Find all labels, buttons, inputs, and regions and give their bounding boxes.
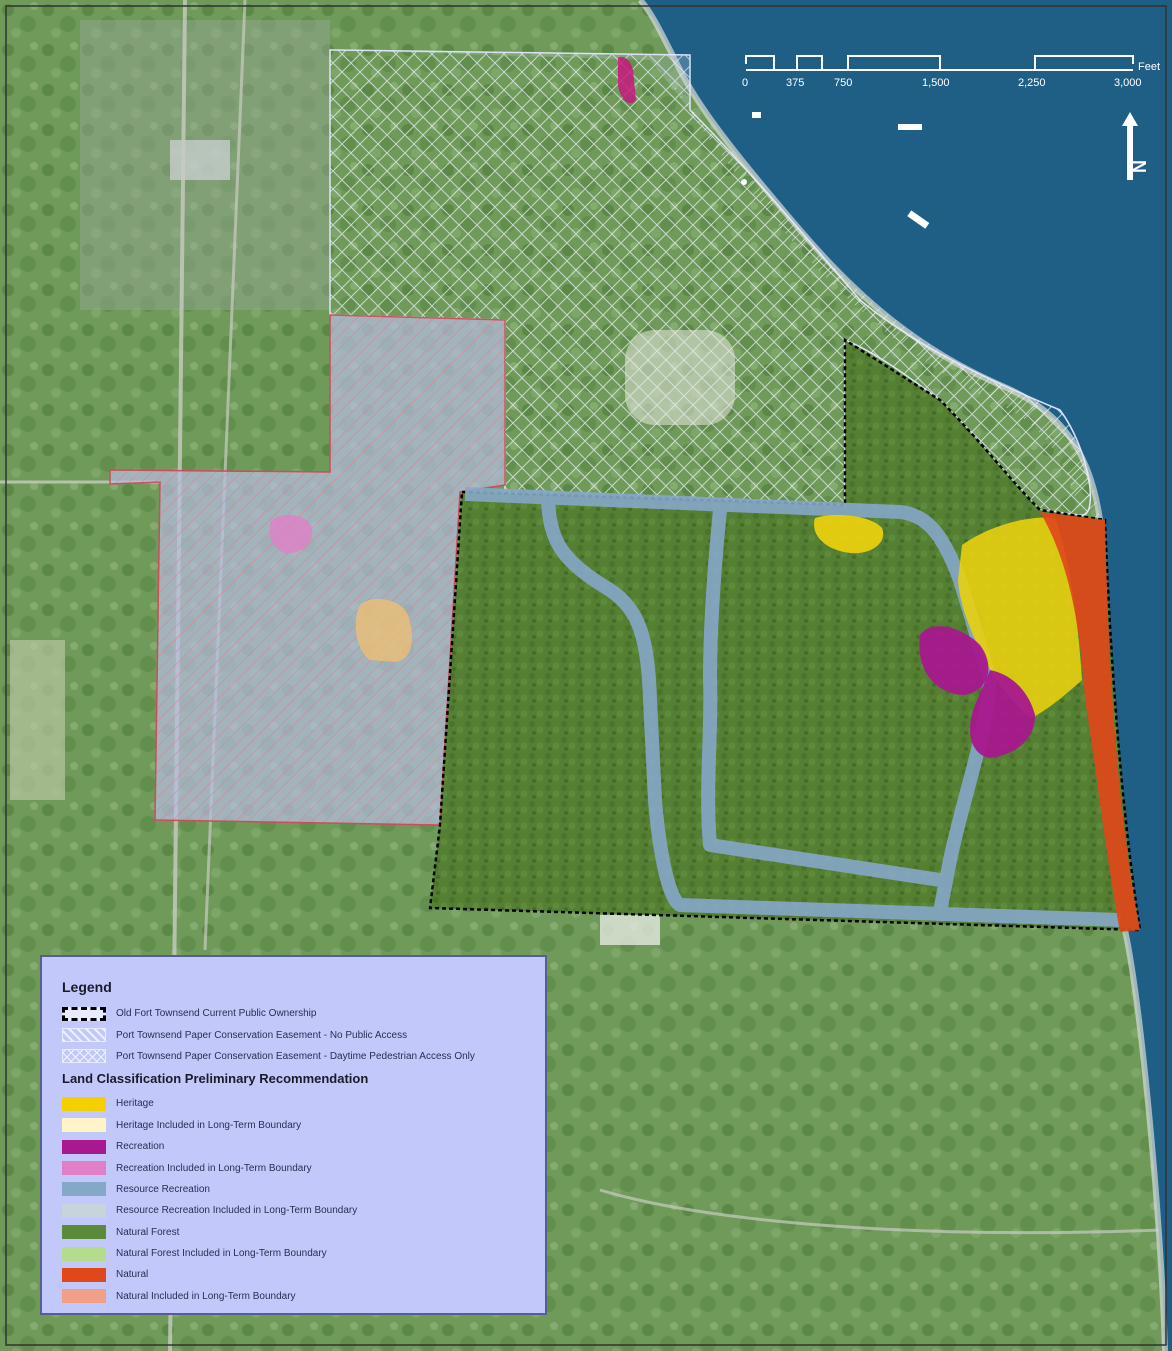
legend-item-label: Natural Included in Long-Term Boundary bbox=[116, 1290, 296, 1302]
recreation-area bbox=[919, 626, 989, 695]
legend-swatch bbox=[62, 1203, 106, 1218]
scale-tick-label: 375 bbox=[786, 77, 804, 89]
heritage-area bbox=[814, 515, 884, 554]
boat bbox=[898, 124, 922, 130]
legend-swatch bbox=[62, 1246, 106, 1261]
legend-ownership-list: Old Fort Townsend Current Public Ownersh… bbox=[62, 1003, 527, 1067]
legend-swatch bbox=[62, 1139, 106, 1154]
legend-swatch bbox=[62, 1006, 106, 1021]
legend-swatch bbox=[62, 1182, 106, 1197]
legend-section-title: Land Classification Preliminary Recommen… bbox=[62, 1071, 369, 1087]
heritage-area bbox=[958, 517, 1082, 718]
legend-item: Port Townsend Paper Conservation Easemen… bbox=[62, 1024, 527, 1045]
legend-swatch bbox=[62, 1161, 106, 1176]
recreation-ltb-area bbox=[269, 514, 313, 554]
legend-swatch bbox=[62, 1096, 106, 1111]
legend-item-label: Recreation Included in Long-Term Boundar… bbox=[116, 1162, 312, 1174]
scale-tick-label: 0 bbox=[742, 77, 748, 89]
legend-swatch bbox=[62, 1267, 106, 1282]
road bbox=[599, 1188, 1161, 1235]
legend-item: Natural Forest Included in Long-Term Bou… bbox=[62, 1243, 527, 1264]
scale-tick-label: 750 bbox=[834, 77, 852, 89]
natural-area bbox=[1040, 512, 1140, 932]
legend-swatch bbox=[62, 1049, 106, 1064]
legend-swatch bbox=[62, 1028, 106, 1043]
legend-item-label: Resource Recreation Included in Long-Ter… bbox=[116, 1205, 358, 1217]
map-frame bbox=[5, 5, 1167, 1346]
legend-item-label: Natural bbox=[116, 1269, 149, 1281]
legend-item-label: Heritage Included in Long-Term Boundary bbox=[116, 1119, 302, 1131]
scale-tick-label: 2,250 bbox=[1018, 77, 1046, 89]
recreation-ltb-area bbox=[618, 56, 636, 104]
legend-item: Resource Recreation Included in Long-Ter… bbox=[62, 1200, 527, 1221]
legend-item: Resource Recreation bbox=[62, 1179, 527, 1200]
easement-no-access-area bbox=[109, 314, 506, 826]
quarry-area bbox=[625, 330, 735, 425]
legend-title: Legend bbox=[62, 979, 112, 995]
legend-item: Natural Forest bbox=[62, 1222, 527, 1243]
legend-swatch bbox=[62, 1225, 106, 1240]
legend-item: Port Townsend Paper Conservation Easemen… bbox=[62, 1046, 527, 1067]
legend-item-label: Old Fort Townsend Current Public Ownersh… bbox=[116, 1008, 317, 1020]
legend-item: Natural Included in Long-Term Boundary bbox=[62, 1286, 527, 1307]
legend-panel: Legend Old Fort Townsend Current Public … bbox=[40, 955, 547, 1315]
scale-bar: 0 375 750 1,500 2,250 3,000 Feet bbox=[742, 55, 1160, 89]
legend-item-label: Heritage bbox=[116, 1098, 154, 1110]
north-arrow-icon: N bbox=[1122, 112, 1150, 180]
scale-tick-label: 3,000 bbox=[1114, 77, 1142, 89]
legend-item-label: Natural Forest Included in Long-Term Bou… bbox=[116, 1248, 327, 1260]
legend-item-label: Recreation bbox=[116, 1141, 165, 1153]
scale-tick-label: 1,500 bbox=[922, 77, 950, 89]
legend-item-label: Port Townsend Paper Conservation Easemen… bbox=[116, 1029, 408, 1041]
north-letter: N bbox=[1130, 160, 1150, 173]
easement-daytime-access-area bbox=[330, 50, 690, 110]
legend-item: Old Fort Townsend Current Public Ownersh… bbox=[62, 1003, 527, 1024]
legend-item: Heritage Included in Long-Term Boundary bbox=[62, 1115, 527, 1136]
legend-item-label: Port Townsend Paper Conservation Easemen… bbox=[116, 1050, 475, 1062]
recreation-area bbox=[970, 670, 1035, 758]
legend-swatch bbox=[62, 1118, 106, 1133]
buildings-area bbox=[170, 140, 230, 180]
legend-swatch bbox=[62, 1289, 106, 1304]
field-patch bbox=[10, 640, 65, 800]
public-ownership-boundary bbox=[428, 337, 1142, 932]
heritage-ltb-area bbox=[355, 599, 412, 662]
legend-item-label: Natural Forest bbox=[116, 1226, 180, 1238]
legend-item: Recreation Included in Long-Term Boundar… bbox=[62, 1157, 527, 1178]
legend-item: Recreation bbox=[62, 1136, 527, 1157]
boat bbox=[907, 210, 930, 229]
scale-unit-label: Feet bbox=[1138, 61, 1160, 73]
legend-item: Heritage bbox=[62, 1093, 527, 1114]
field-patch bbox=[600, 915, 660, 945]
legend-item: Natural bbox=[62, 1264, 527, 1285]
water-body bbox=[640, 0, 1172, 1351]
boat bbox=[752, 112, 761, 118]
legend-item-label: Resource Recreation bbox=[116, 1183, 210, 1195]
